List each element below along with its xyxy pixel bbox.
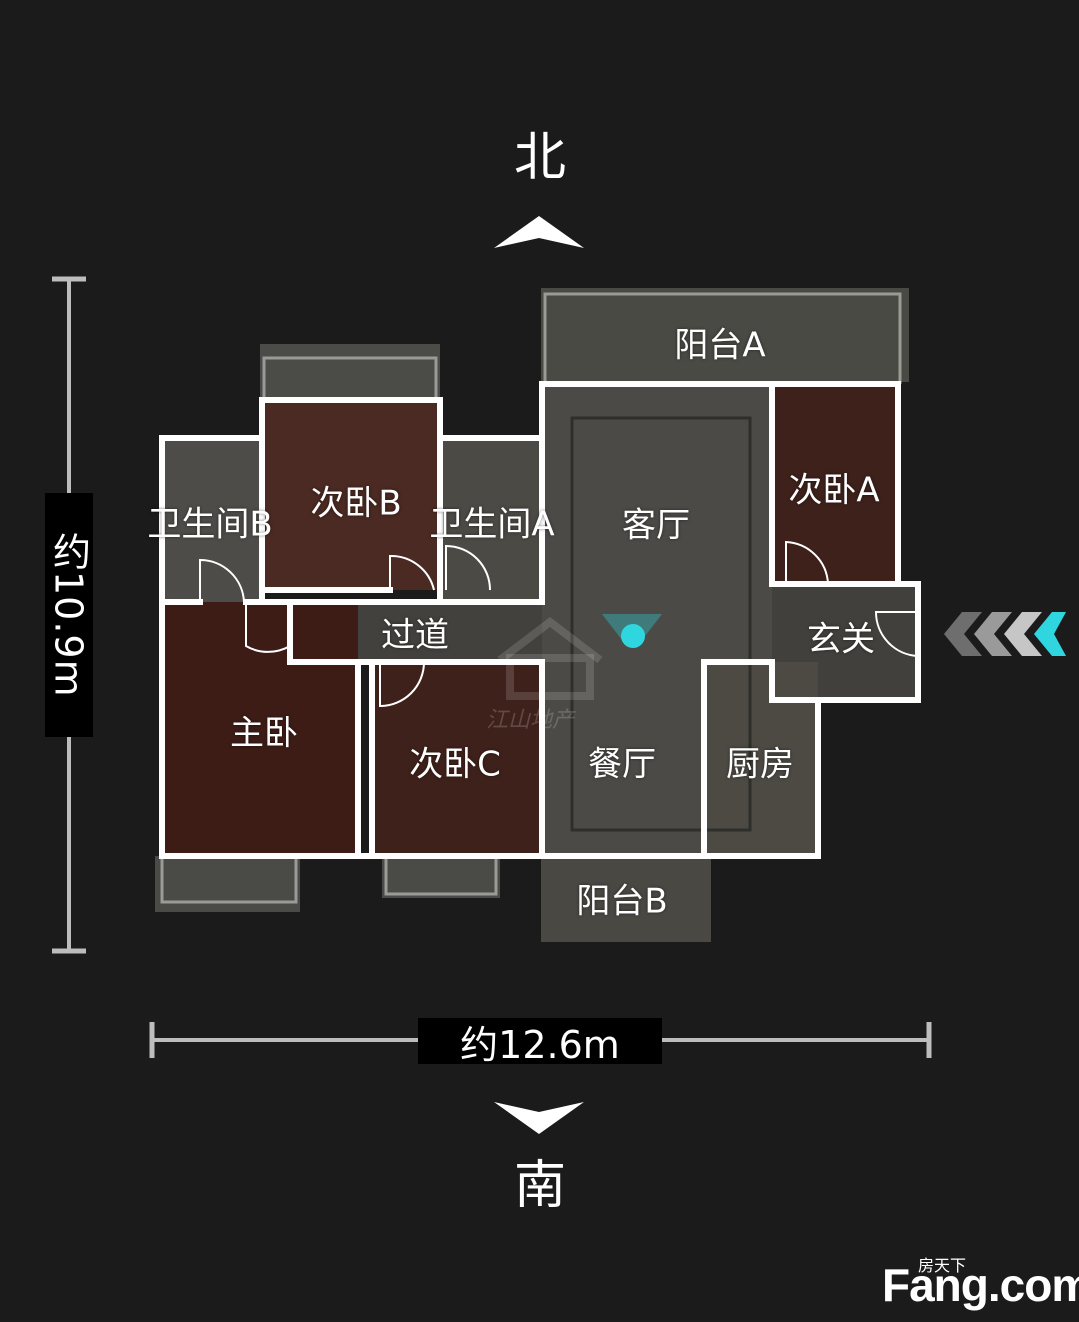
balcony-a-floor <box>541 288 909 382</box>
watermark-house-icon <box>497 616 603 700</box>
floor-fills <box>155 288 918 942</box>
viewpoint-marker-icon <box>602 614 662 648</box>
bedroom-a-floor <box>772 384 898 584</box>
north-label: 北 <box>513 128 566 188</box>
room-label-bedroom-c: 次卧C <box>409 744 501 785</box>
south-label: 南 <box>513 1156 566 1216</box>
bath-a-floor <box>440 438 542 602</box>
room-label-living: 客厅 <box>622 505 690 546</box>
master-balcony-floor <box>155 856 300 912</box>
room-label-bath-a: 卫生间A <box>429 504 555 545</box>
bath-b-floor <box>162 438 262 602</box>
balcony-railings <box>160 292 902 904</box>
room-label-master: 主卧 <box>230 713 298 754</box>
door-swings <box>199 540 919 708</box>
height-dimension-box: 约10.9m <box>45 493 93 737</box>
bedroom-c-floor <box>372 662 542 856</box>
south-arrow-icon <box>494 1102 584 1134</box>
brand-logo: Fang.com <box>882 1259 1079 1311</box>
room-label-entrance: 玄关 <box>807 619 875 660</box>
room-label-corridor: 过道 <box>381 615 449 656</box>
bedroom-c-balcony-floor <box>382 856 500 898</box>
room-label-bedroom-a: 次卧A <box>788 470 880 511</box>
entrance-arrows-icon <box>944 612 1066 656</box>
walls <box>159 381 921 859</box>
room-label-balcony-a: 阳台A <box>674 325 766 366</box>
bedroom-b-balcony-floor <box>260 344 440 400</box>
north-arrow-icon <box>494 216 584 248</box>
room-label-dining: 餐厅 <box>588 744 656 785</box>
kitchen-floor <box>704 662 818 856</box>
room-label-bath-b: 卫生间B <box>147 504 273 545</box>
height-dimension-label: 约10.9m <box>46 532 91 698</box>
width-dimension-label: 约12.6m <box>418 1018 662 1067</box>
brand-cn: 房天下 <box>918 1256 967 1275</box>
room-label-bedroom-b: 次卧B <box>310 483 402 524</box>
room-label-kitchen: 厨房 <box>726 744 794 785</box>
bedroom-b-floor <box>262 400 440 590</box>
room-label-balcony-b: 阳台B <box>576 881 668 922</box>
master-floor <box>162 602 358 856</box>
balcony-b-floor <box>541 856 711 942</box>
watermark-text: 江山地产 <box>486 708 575 733</box>
